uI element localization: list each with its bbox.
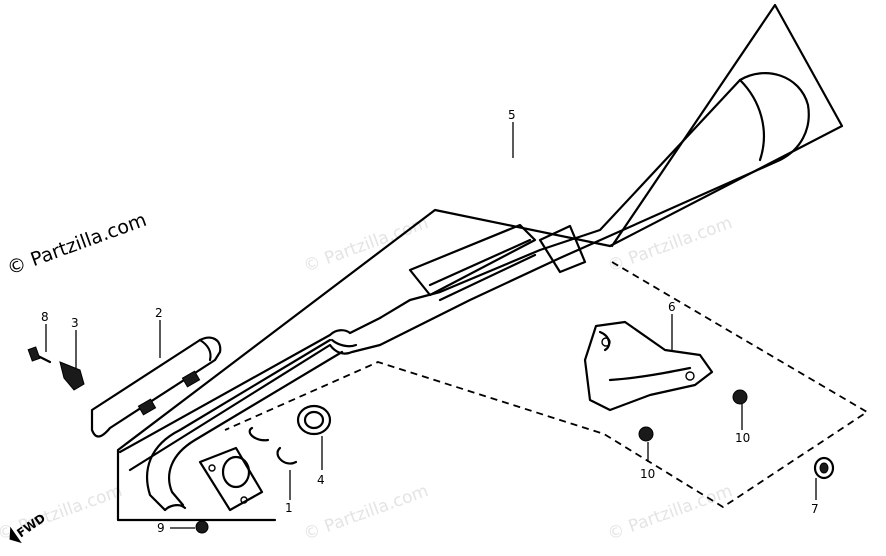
nut-10-left <box>638 426 654 442</box>
collar <box>813 456 835 480</box>
callout-muffler: 5 <box>508 108 516 122</box>
exhaust-pipe <box>146 338 344 512</box>
callout-bolt: 8 <box>41 310 49 324</box>
exhaust-flange <box>198 446 264 512</box>
watermark: © Partzilla.com <box>605 481 735 545</box>
callout-gasket: 4 <box>317 473 325 487</box>
gasket <box>296 404 332 436</box>
callout-clamp: 3 <box>71 316 79 330</box>
watermark: © Partzilla.com <box>301 213 431 277</box>
muffler <box>118 72 810 472</box>
joint-pin <box>248 426 298 465</box>
watermark: © Partzilla.com <box>301 481 431 545</box>
nut-10-right <box>732 389 748 405</box>
subassembly-dashed-outline <box>224 261 869 509</box>
callout-joint-pin: 1 <box>285 501 293 515</box>
watermark: © Partzilla.com <box>605 213 735 277</box>
clamp <box>59 361 85 391</box>
callouts: 5 2 8 3 6 10 10 7 9 4 1 <box>41 108 819 535</box>
muffler-stay <box>583 320 714 412</box>
callout-nut-left: 10 <box>640 467 655 481</box>
callout-nut-right: 10 <box>735 431 750 445</box>
assembly-outline <box>608 3 844 248</box>
callout-stay: 6 <box>668 300 676 314</box>
callout-heat-shield: 2 <box>155 306 163 320</box>
bolt <box>27 346 52 364</box>
assembly-outline-upper <box>116 208 612 522</box>
leader-lines <box>45 122 817 529</box>
heat-shield <box>90 336 222 438</box>
flange-nut <box>195 520 209 534</box>
callout-flange-nut: 9 <box>157 521 165 535</box>
copyright-label: © Partzilla.com <box>4 209 149 280</box>
callout-collar: 7 <box>811 502 819 516</box>
arrow-icon <box>9 526 22 544</box>
